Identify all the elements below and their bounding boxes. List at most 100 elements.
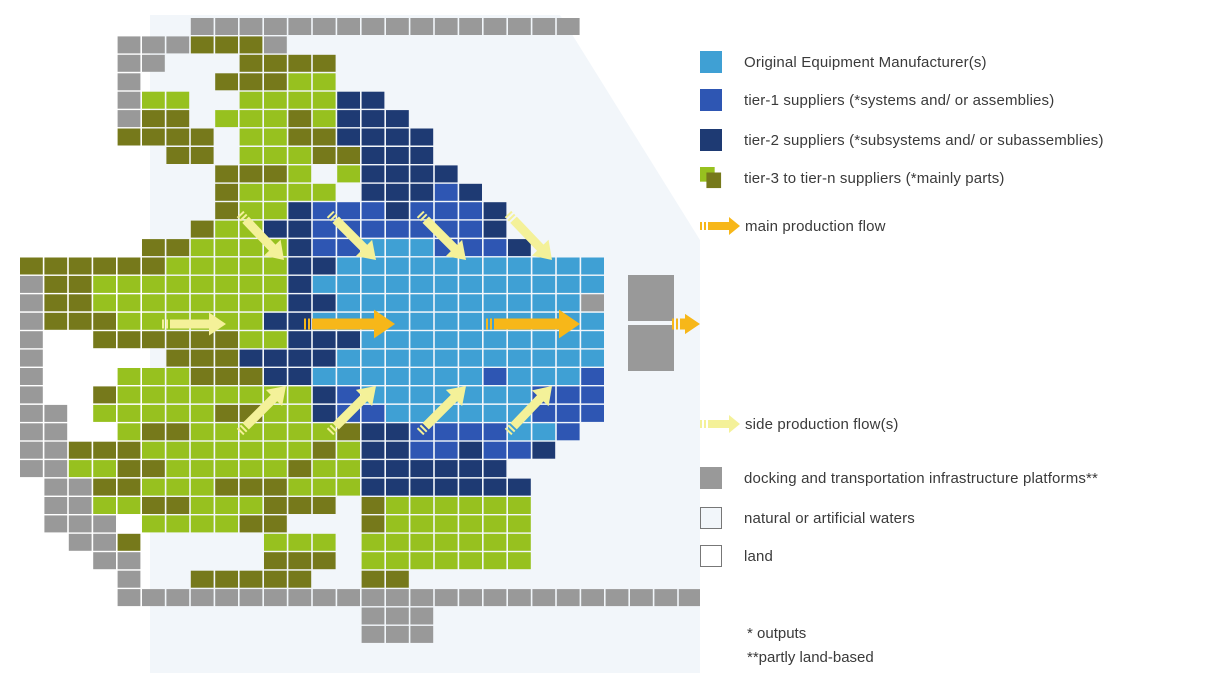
tier3-cell — [117, 257, 141, 275]
oem-cell — [532, 275, 556, 293]
tier3-cell — [93, 257, 116, 275]
tier3-cell — [190, 331, 214, 349]
tier3-cell — [166, 460, 190, 478]
platform-cell — [117, 54, 141, 72]
tier3-cell — [215, 386, 238, 404]
platform-cell — [68, 515, 92, 533]
tier3-cell — [142, 386, 165, 404]
oem-cell — [459, 312, 482, 330]
platform-cell — [68, 497, 92, 514]
tier3-cell — [142, 128, 165, 146]
tier3-cell — [166, 239, 190, 257]
platform-cell — [117, 91, 141, 109]
oem-cell — [556, 294, 580, 312]
tier3-cell — [264, 533, 287, 551]
tier2-cell — [337, 110, 360, 128]
tier2-cell — [410, 147, 434, 164]
tier3-cell — [239, 570, 263, 588]
oem-cell — [581, 349, 604, 367]
platform-cell — [386, 607, 409, 625]
tier2-cell — [288, 294, 312, 312]
tier3-cell — [386, 552, 409, 570]
tier2-cell — [264, 349, 287, 367]
tier3-cell — [239, 423, 263, 441]
tier3-cell — [264, 54, 287, 72]
tier2-cell — [312, 257, 336, 275]
tier3-cell — [93, 441, 116, 459]
tier3-cell — [239, 441, 263, 459]
platform-cell — [264, 589, 287, 607]
oem-cell — [532, 294, 556, 312]
tier1-cell — [556, 423, 580, 441]
oem-cell — [410, 404, 434, 422]
platform-cell — [410, 18, 434, 35]
tier3-cell — [312, 147, 336, 164]
tier3-cell — [264, 423, 287, 441]
tier1-cell — [556, 404, 580, 422]
tier3-cell — [312, 73, 336, 91]
oem-cell — [532, 257, 556, 275]
platform-cell — [556, 18, 580, 35]
tier3-cell — [44, 257, 68, 275]
tier3-cell — [508, 497, 531, 514]
tier3-cell — [142, 423, 165, 441]
platform-cell — [117, 36, 141, 54]
tier2-cell — [386, 423, 409, 441]
tier3-cell — [166, 423, 190, 441]
tier2-cell — [386, 147, 409, 164]
tier3-cell — [288, 147, 312, 164]
oem-cell — [361, 294, 385, 312]
legend-side-flow-label: side production flow(s) — [745, 415, 899, 433]
oem-cell — [508, 331, 531, 349]
tier3-cell — [239, 110, 263, 128]
tier1-cell — [556, 386, 580, 404]
tier2-cell — [288, 312, 312, 330]
tier3-cell — [410, 552, 434, 570]
tier3-cell — [166, 515, 190, 533]
tier3-cell — [166, 257, 190, 275]
oem-cell — [434, 331, 458, 349]
platform-cell — [288, 589, 312, 607]
tier1-cell — [483, 368, 507, 385]
platform-cell — [44, 460, 68, 478]
tier3-cell — [312, 441, 336, 459]
tier3-cell — [215, 165, 238, 183]
tier3-cell — [190, 220, 214, 238]
tier3-cell — [288, 386, 312, 404]
side-flow-arrow — [326, 210, 377, 261]
tier3-cell — [166, 349, 190, 367]
platform-cell — [434, 18, 458, 35]
tier3-cell — [337, 147, 360, 164]
oem-cell — [556, 368, 580, 385]
oem-cell — [483, 404, 507, 422]
tier3-cell — [117, 275, 141, 293]
tier3-cell — [166, 275, 190, 293]
tier3-cell — [215, 202, 238, 220]
platform-cell — [44, 423, 68, 441]
platform-cell — [386, 18, 409, 35]
platform-cell — [20, 349, 43, 367]
tier3-cell — [239, 54, 263, 72]
tier3-cell — [166, 110, 190, 128]
oem-cell — [483, 257, 507, 275]
tier3-cell — [361, 533, 385, 551]
tier3-cell — [264, 460, 287, 478]
tier3-cell — [142, 497, 165, 514]
tier3-cell — [264, 441, 287, 459]
tier3-cell — [117, 460, 141, 478]
oem-cell — [337, 294, 360, 312]
side-flow-arrow — [416, 385, 467, 436]
tier2-cell — [361, 165, 385, 183]
oem-cell — [532, 368, 556, 385]
oem-cell — [581, 312, 604, 330]
legend-land-label: land — [744, 547, 773, 565]
tier2-cell — [361, 460, 385, 478]
tier2-swatch — [700, 129, 722, 151]
oem-cell — [410, 386, 434, 404]
tier3-cell — [312, 91, 336, 109]
legend-main-flow-label: main production flow — [745, 217, 886, 235]
tier3-cell — [337, 441, 360, 459]
tier3-cell — [312, 552, 336, 570]
side-flow-arrow — [504, 210, 553, 261]
side-flow-arrow — [236, 210, 285, 261]
